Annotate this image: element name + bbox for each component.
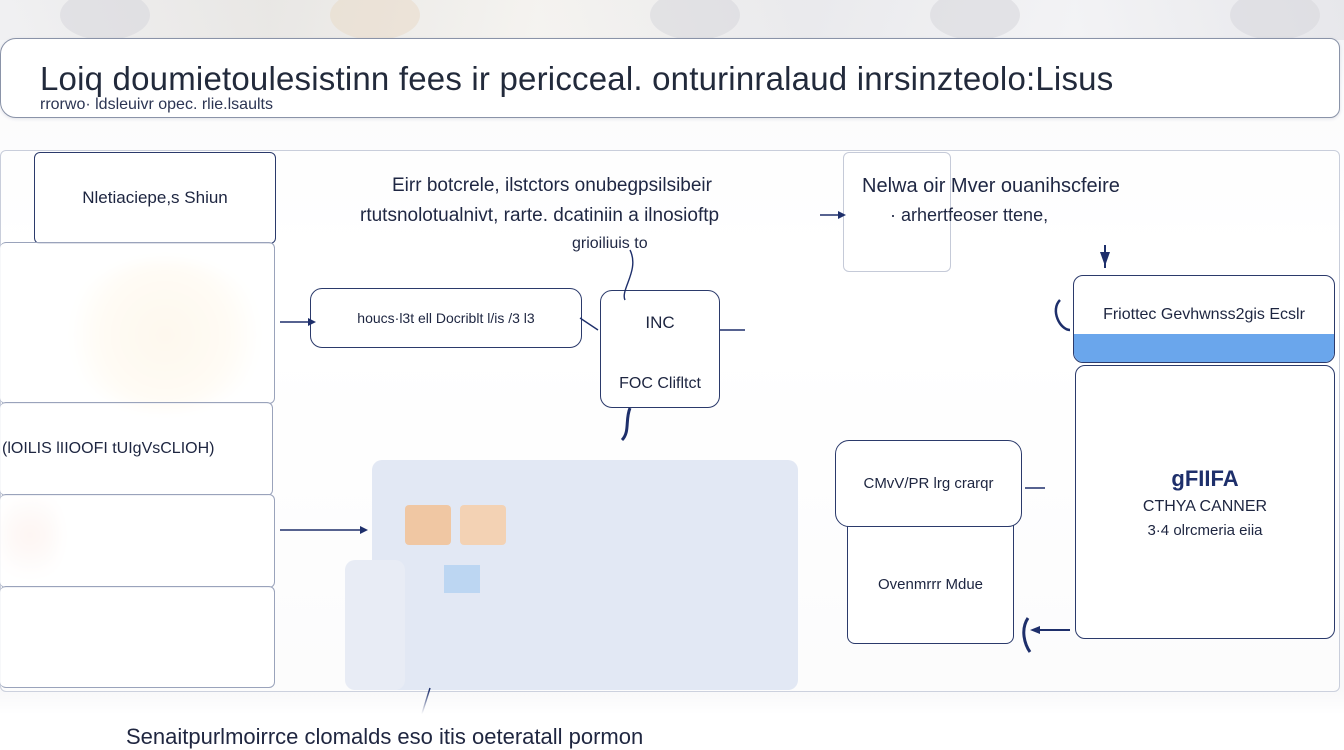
left-image-frame: [0, 242, 275, 404]
node-center-small-bottom: FOC Clifltct: [619, 375, 701, 392]
node-top-left: Nletiaciepe,s Shiun: [34, 152, 276, 244]
decorative-blob: [1230, 0, 1320, 40]
right-logo-line3: 3·4 olrcmeria eiia: [1147, 521, 1263, 539]
right-logo-line2: CTHYA CANNER: [1142, 497, 1268, 515]
machine-side: [345, 560, 405, 690]
node-left-mid: (lOILIS lIIOOFI tUIgVsCLIOH): [0, 402, 273, 496]
machine-screen: [444, 565, 480, 593]
decorative-blob: [650, 0, 740, 40]
center-top-line1: Eirr botcrele, ilstctors onubegpsilsibei…: [392, 175, 712, 196]
page-subtitle: rrorwo· ldsleuivr opec. rlie.lsaults: [40, 96, 273, 113]
decorative-blob: [60, 0, 150, 40]
page-title: Loiq doumietoulesistinn fees ir periccea…: [40, 60, 1114, 97]
node-right-banner-label: Friottec Gevhwnss2gis Ecslr: [1103, 306, 1305, 323]
node-center-right-top: CMvV/PR lrg crarqr: [835, 440, 1022, 527]
node-mid-label: houcs·l3t ell Docriblt l/is /3 l3: [357, 310, 535, 326]
center-top-line3: grioiliuis to: [572, 235, 648, 252]
decorative-blob: [330, 0, 420, 40]
machine-illustration: [372, 460, 798, 690]
node-center-small-top: INC: [645, 313, 675, 332]
node-center-right-bottom-label: Ovenmrrr Mdue: [877, 576, 984, 593]
machine-panel-orange: [460, 505, 506, 545]
left-empty-box: [0, 494, 275, 588]
footer-caption: Senaitpurlmoirrce clomalds eso itis oete…: [126, 724, 644, 749]
node-center-right-top-label: CMvV/PR lrg crarqr: [863, 475, 994, 492]
node-mid: houcs·l3t ell Docriblt l/is /3 l3: [310, 288, 582, 348]
center-top-line2: rtutsnolotualnivt, rarte. dcatiniin a il…: [360, 205, 720, 226]
right-top-line2: · arhertfeoser ttene,: [890, 205, 1049, 225]
node-center-small: INC FOC Clifltct: [600, 290, 720, 408]
header-card: [0, 38, 1340, 118]
node-left-mid-label: (lOILIS lIIOOFI tUIgVsCLIOH): [2, 440, 215, 457]
node-center-right-bottom: Ovenmrrr Mdue: [847, 505, 1014, 644]
decorative-blob: [930, 0, 1020, 40]
node-top-left-label: Nletiaciepe,s Shiun: [82, 188, 228, 207]
footer-band: [0, 690, 1344, 750]
right-top-line1: Nelwa oir Mver ouanihscfeire: [862, 175, 1120, 197]
banner-blue-bar: [1074, 334, 1334, 362]
node-right-banner: Friottec Gevhwnss2gis Ecslr: [1073, 275, 1335, 363]
left-empty-box: [0, 586, 275, 688]
right-top-frame: [843, 152, 951, 272]
right-logo-mark: gFIIFA: [1171, 465, 1239, 491]
node-right-logo: gFIIFA CTHYA CANNER 3·4 olrcmeria eiia: [1075, 365, 1335, 639]
machine-panel-orange: [405, 505, 451, 545]
